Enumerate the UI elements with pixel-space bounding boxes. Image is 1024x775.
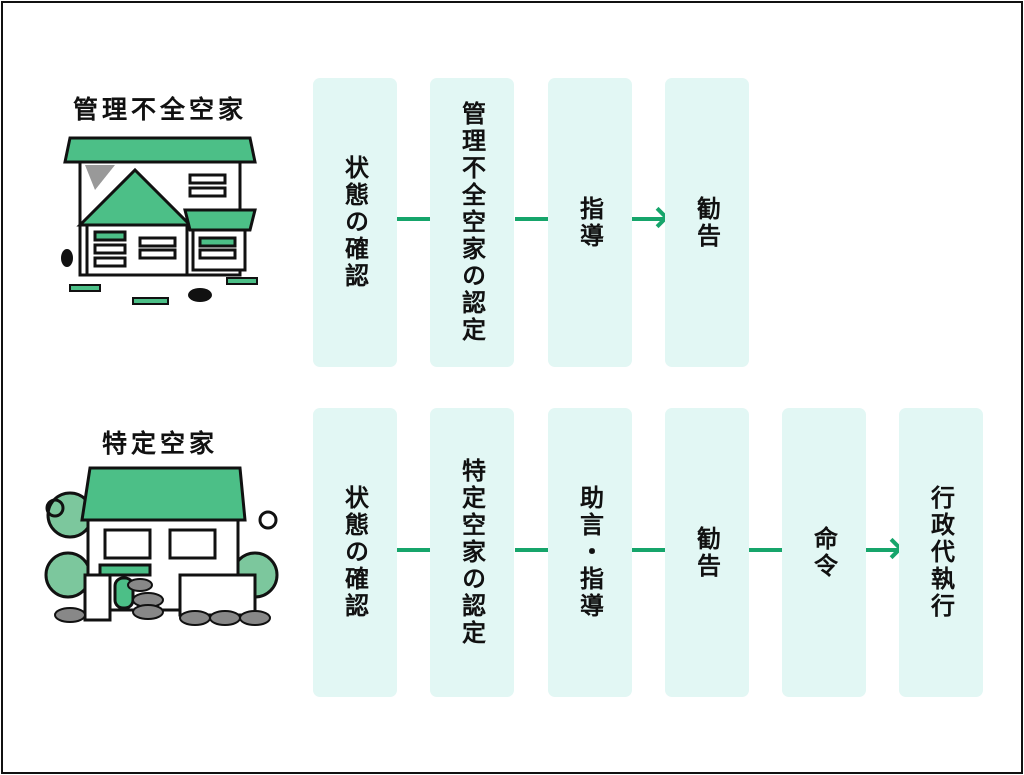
step-box: 状態の確認 <box>313 78 397 367</box>
row1-title: 管理不全空家 <box>72 95 247 124</box>
step-box: 助言・指導 <box>548 408 632 697</box>
connector-line <box>397 217 430 221</box>
arrow-icon <box>632 217 665 221</box>
neglected-house-illustration <box>61 136 258 305</box>
step-label: 行政代執行 <box>926 485 955 620</box>
connector-line <box>632 548 665 552</box>
step-label: 命令 <box>809 525 838 580</box>
connector-line <box>515 217 548 221</box>
arrow-icon <box>866 548 899 552</box>
step-box: 行政代執行 <box>899 408 983 697</box>
step-label: 状態の確認 <box>340 155 369 290</box>
step-box: 状態の確認 <box>313 408 397 697</box>
connector-line <box>749 548 782 552</box>
connector-line <box>515 548 548 552</box>
step-label: 特定空家の認定 <box>457 458 486 647</box>
step-label: 状態の確認 <box>340 485 369 620</box>
step-label: 管理不全空家の認定 <box>457 101 486 344</box>
step-box: 命令 <box>782 408 866 697</box>
step-box: 勧告 <box>665 408 749 697</box>
step-label: 勧告 <box>692 195 721 250</box>
step-box: 特定空家の認定 <box>430 408 514 697</box>
step-label: 指導 <box>575 195 604 250</box>
step-box: 勧告 <box>665 78 749 367</box>
step-label: 勧告 <box>692 525 721 580</box>
step-box: 管理不全空家の認定 <box>430 78 514 367</box>
step-box: 指導 <box>548 78 632 367</box>
row2-title: 特定空家 <box>101 429 218 458</box>
step-label: 助言・指導 <box>575 485 604 620</box>
connector-line <box>397 548 430 552</box>
specific-vacant-house-illustration <box>44 466 279 626</box>
